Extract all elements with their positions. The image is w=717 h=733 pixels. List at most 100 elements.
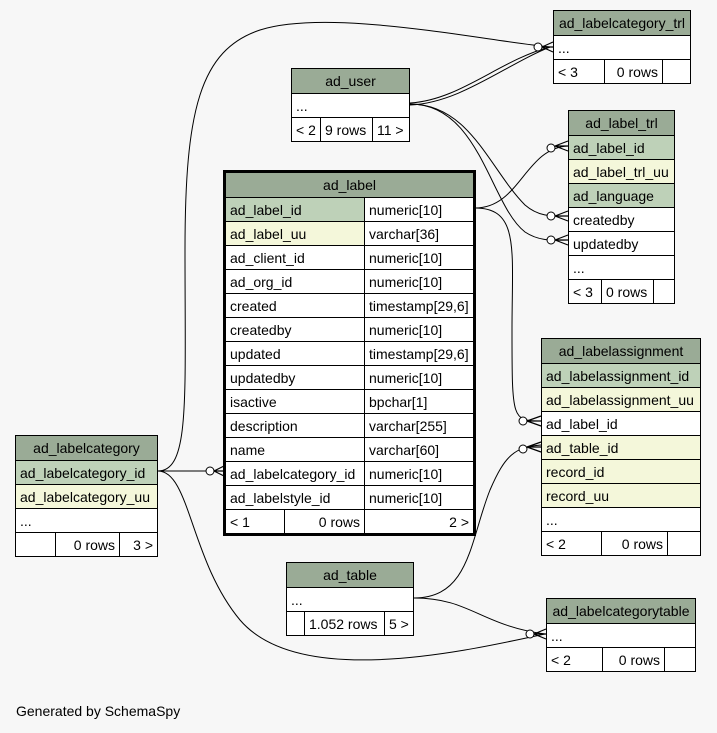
ellipsis: ... (558, 40, 570, 56)
crowfoot-marker (554, 234, 569, 246)
column-type: timestamp[29,6] (364, 294, 473, 317)
column-row[interactable]: ad_labelassignment_uu (542, 387, 700, 411)
parents-link[interactable]: < 2 (551, 652, 571, 668)
column-name: ad_label_trl_uu (573, 164, 669, 180)
ellipsis-row: ... (287, 587, 413, 611)
column-type: numeric[10] (364, 486, 473, 509)
table-ad-user[interactable]: ad_user ... < 2 9 rows 11 > (291, 68, 410, 142)
column-name: ad_label_id (573, 140, 645, 156)
column-row[interactable]: ad_labelassignment_id (542, 363, 700, 387)
table-header[interactable]: ad_user (292, 69, 409, 93)
table-ad-labelcategorytable[interactable]: ad_labelcategorytable ... < 2 0 rows (546, 598, 696, 672)
children-link[interactable]: 3 > (119, 533, 157, 556)
ellipsis: ... (20, 513, 32, 529)
column-row[interactable]: ad_label_trl_uu (569, 159, 674, 183)
ellipsis-row: ... (547, 623, 695, 647)
table-header[interactable]: ad_labelassignment (542, 339, 700, 363)
table-footer: 1.052 rows 5 > (287, 611, 413, 635)
row-count: 0 rows (601, 532, 667, 555)
table-footer: 0 rows 3 > (16, 532, 157, 556)
column-name: ad_labelcategory_id (20, 465, 146, 481)
table-ad-table[interactable]: ad_table ... 1.052 rows 5 > (286, 562, 414, 636)
crowfoot-marker (526, 441, 542, 453)
column-type: numeric[10] (364, 366, 473, 389)
parents-link[interactable]: < 2 (546, 536, 566, 552)
row-count: 0 rows (284, 510, 364, 533)
column-row[interactable]: createdby (569, 207, 674, 231)
table-header[interactable]: ad_labelcategory (16, 436, 157, 460)
edge-user-to-labelcategory-trl-2 (409, 46, 551, 106)
column-name: ad_language (573, 188, 654, 204)
children-link[interactable]: 11 > (372, 118, 409, 141)
children-link[interactable] (667, 532, 700, 555)
crowfoot-marker (541, 41, 554, 53)
table-header[interactable]: ad_label_trl (569, 111, 674, 135)
table-ad-labelassignment[interactable]: ad_labelassignment ad_labelassignment_id… (541, 338, 701, 556)
children-link[interactable] (664, 648, 695, 671)
table-ad-labelcategory[interactable]: ad_labelcategory ad_labelcategory_id ad_… (15, 435, 158, 557)
table-ad-labelcategory-trl[interactable]: ad_labelcategory_trl ... < 3 0 rows (553, 10, 691, 84)
crowfoot-marker (213, 465, 225, 477)
column-name: ad_labelcategory_uu (20, 489, 150, 505)
column-name: createdby (573, 212, 635, 228)
column-name: ad_client_id (230, 250, 305, 266)
edge-user-to-labelcategory-trl-1 (409, 46, 551, 104)
zero-marker (533, 42, 543, 52)
children-link[interactable] (653, 280, 674, 303)
table-header[interactable]: ad_label (226, 173, 473, 197)
parents-link[interactable] (287, 612, 304, 635)
parents-link[interactable] (16, 533, 55, 556)
crowfoot-marker (526, 415, 542, 427)
column-row[interactable]: updatedby (569, 231, 674, 255)
column-name: record_id (546, 464, 605, 480)
column-name: isactive (230, 394, 277, 410)
crowfoot-marker (533, 628, 547, 640)
column-row[interactable]: ad_label_id (569, 135, 674, 159)
children-link[interactable]: 2 > (364, 510, 473, 533)
column-row[interactable]: ad_client_id numeric[10] (226, 245, 473, 269)
ellipsis: ... (291, 592, 303, 608)
column-row[interactable]: ad_language (569, 183, 674, 207)
column-row[interactable]: ad_table_id (542, 435, 700, 459)
parents-link[interactable]: < 3 (573, 284, 593, 300)
children-link[interactable] (662, 60, 690, 83)
column-row[interactable]: record_id (542, 459, 700, 483)
parents-link[interactable]: < 1 (230, 514, 250, 530)
table-header[interactable]: ad_labelcategory_trl (554, 11, 690, 35)
column-name: ad_table_id (546, 440, 619, 456)
column-name: ad_org_id (230, 274, 293, 290)
column-row[interactable]: created timestamp[29,6] (226, 293, 473, 317)
table-header[interactable]: ad_table (287, 563, 413, 587)
column-row[interactable]: ad_labelcategory_id (16, 460, 157, 484)
parents-link[interactable]: < 2 (296, 122, 316, 138)
ellipsis: ... (551, 628, 563, 644)
table-header[interactable]: ad_labelcategorytable (547, 599, 695, 623)
column-row[interactable]: record_uu (542, 483, 700, 507)
column-name: created (230, 298, 277, 314)
parents-link[interactable]: < 3 (558, 64, 578, 80)
column-row[interactable]: ad_label_id (542, 411, 700, 435)
children-link[interactable]: 5 > (384, 612, 413, 635)
table-ad-label-trl[interactable]: ad_label_trl ad_label_id ad_label_trl_uu… (568, 110, 675, 304)
column-row[interactable]: ad_labelcategory_uu (16, 484, 157, 508)
edge-label-to-label-trl (474, 145, 569, 209)
column-name: ad_labelassignment_id (546, 368, 690, 384)
edge-table-to-labelassignment (413, 444, 542, 599)
table-footer: < 2 0 rows (542, 531, 700, 555)
table-footer: < 2 9 rows 11 > (292, 117, 409, 141)
column-type: numeric[10] (364, 246, 473, 269)
zero-marker (518, 416, 528, 426)
